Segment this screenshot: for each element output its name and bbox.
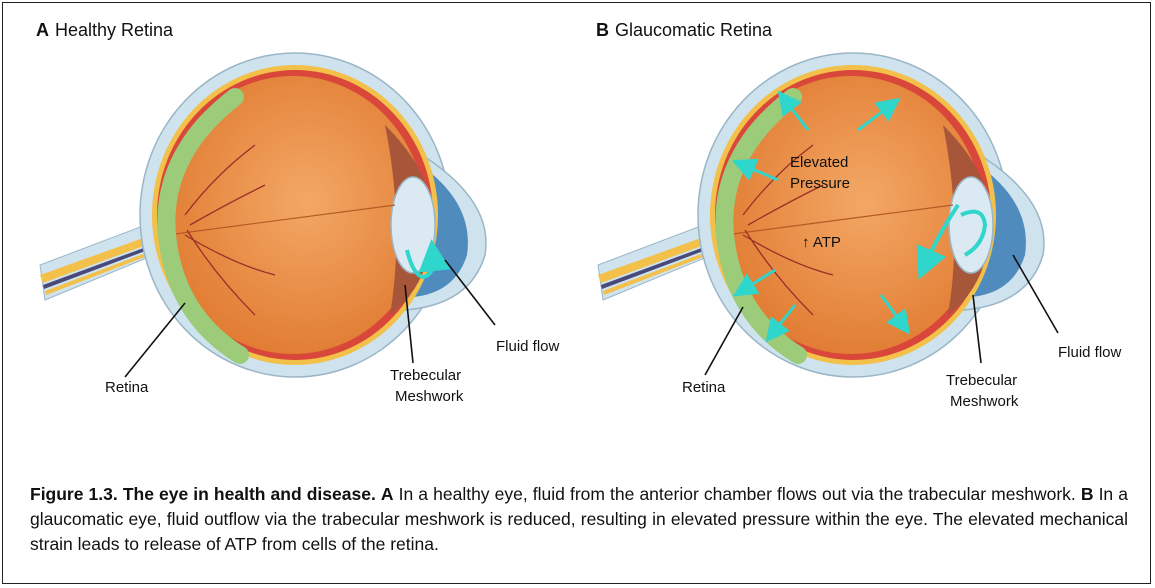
glaucomatic-eye-illustration xyxy=(598,53,1058,377)
pressure-label-2: Pressure xyxy=(790,175,850,192)
panel-b-retina-label: Retina xyxy=(682,379,726,396)
panel-a-fluid-flow-label: Fluid flow xyxy=(496,338,560,355)
panel-b-trabecular-label-2: Meshwork xyxy=(950,393,1019,410)
atp-label: ↑ ATP xyxy=(802,234,841,251)
caption-a-text: In a healthy eye, fluid from the anterio… xyxy=(394,484,1081,504)
panel-a-trabecular-label-1: Trebecular xyxy=(390,367,461,384)
caption-a-letter: A xyxy=(381,484,394,504)
caption-figure-label: Figure 1.3. The eye in health and diseas… xyxy=(30,484,376,504)
panel-b-fluid-flow-label: Fluid flow xyxy=(1058,344,1122,361)
figure-caption: Figure 1.3. The eye in health and diseas… xyxy=(30,482,1128,557)
eye-diagram: Retina Trebecular Meshwork Fluid flow El… xyxy=(0,0,1155,480)
pressure-label-1: Elevated xyxy=(790,154,848,171)
caption-b-letter: B xyxy=(1081,484,1094,504)
panel-a-trabecular-label-2: Meshwork xyxy=(395,388,464,405)
healthy-eye-illustration xyxy=(40,53,495,377)
panel-a-retina-label: Retina xyxy=(105,379,149,396)
panel-b-trabecular-label-1: Trebecular xyxy=(946,372,1017,389)
